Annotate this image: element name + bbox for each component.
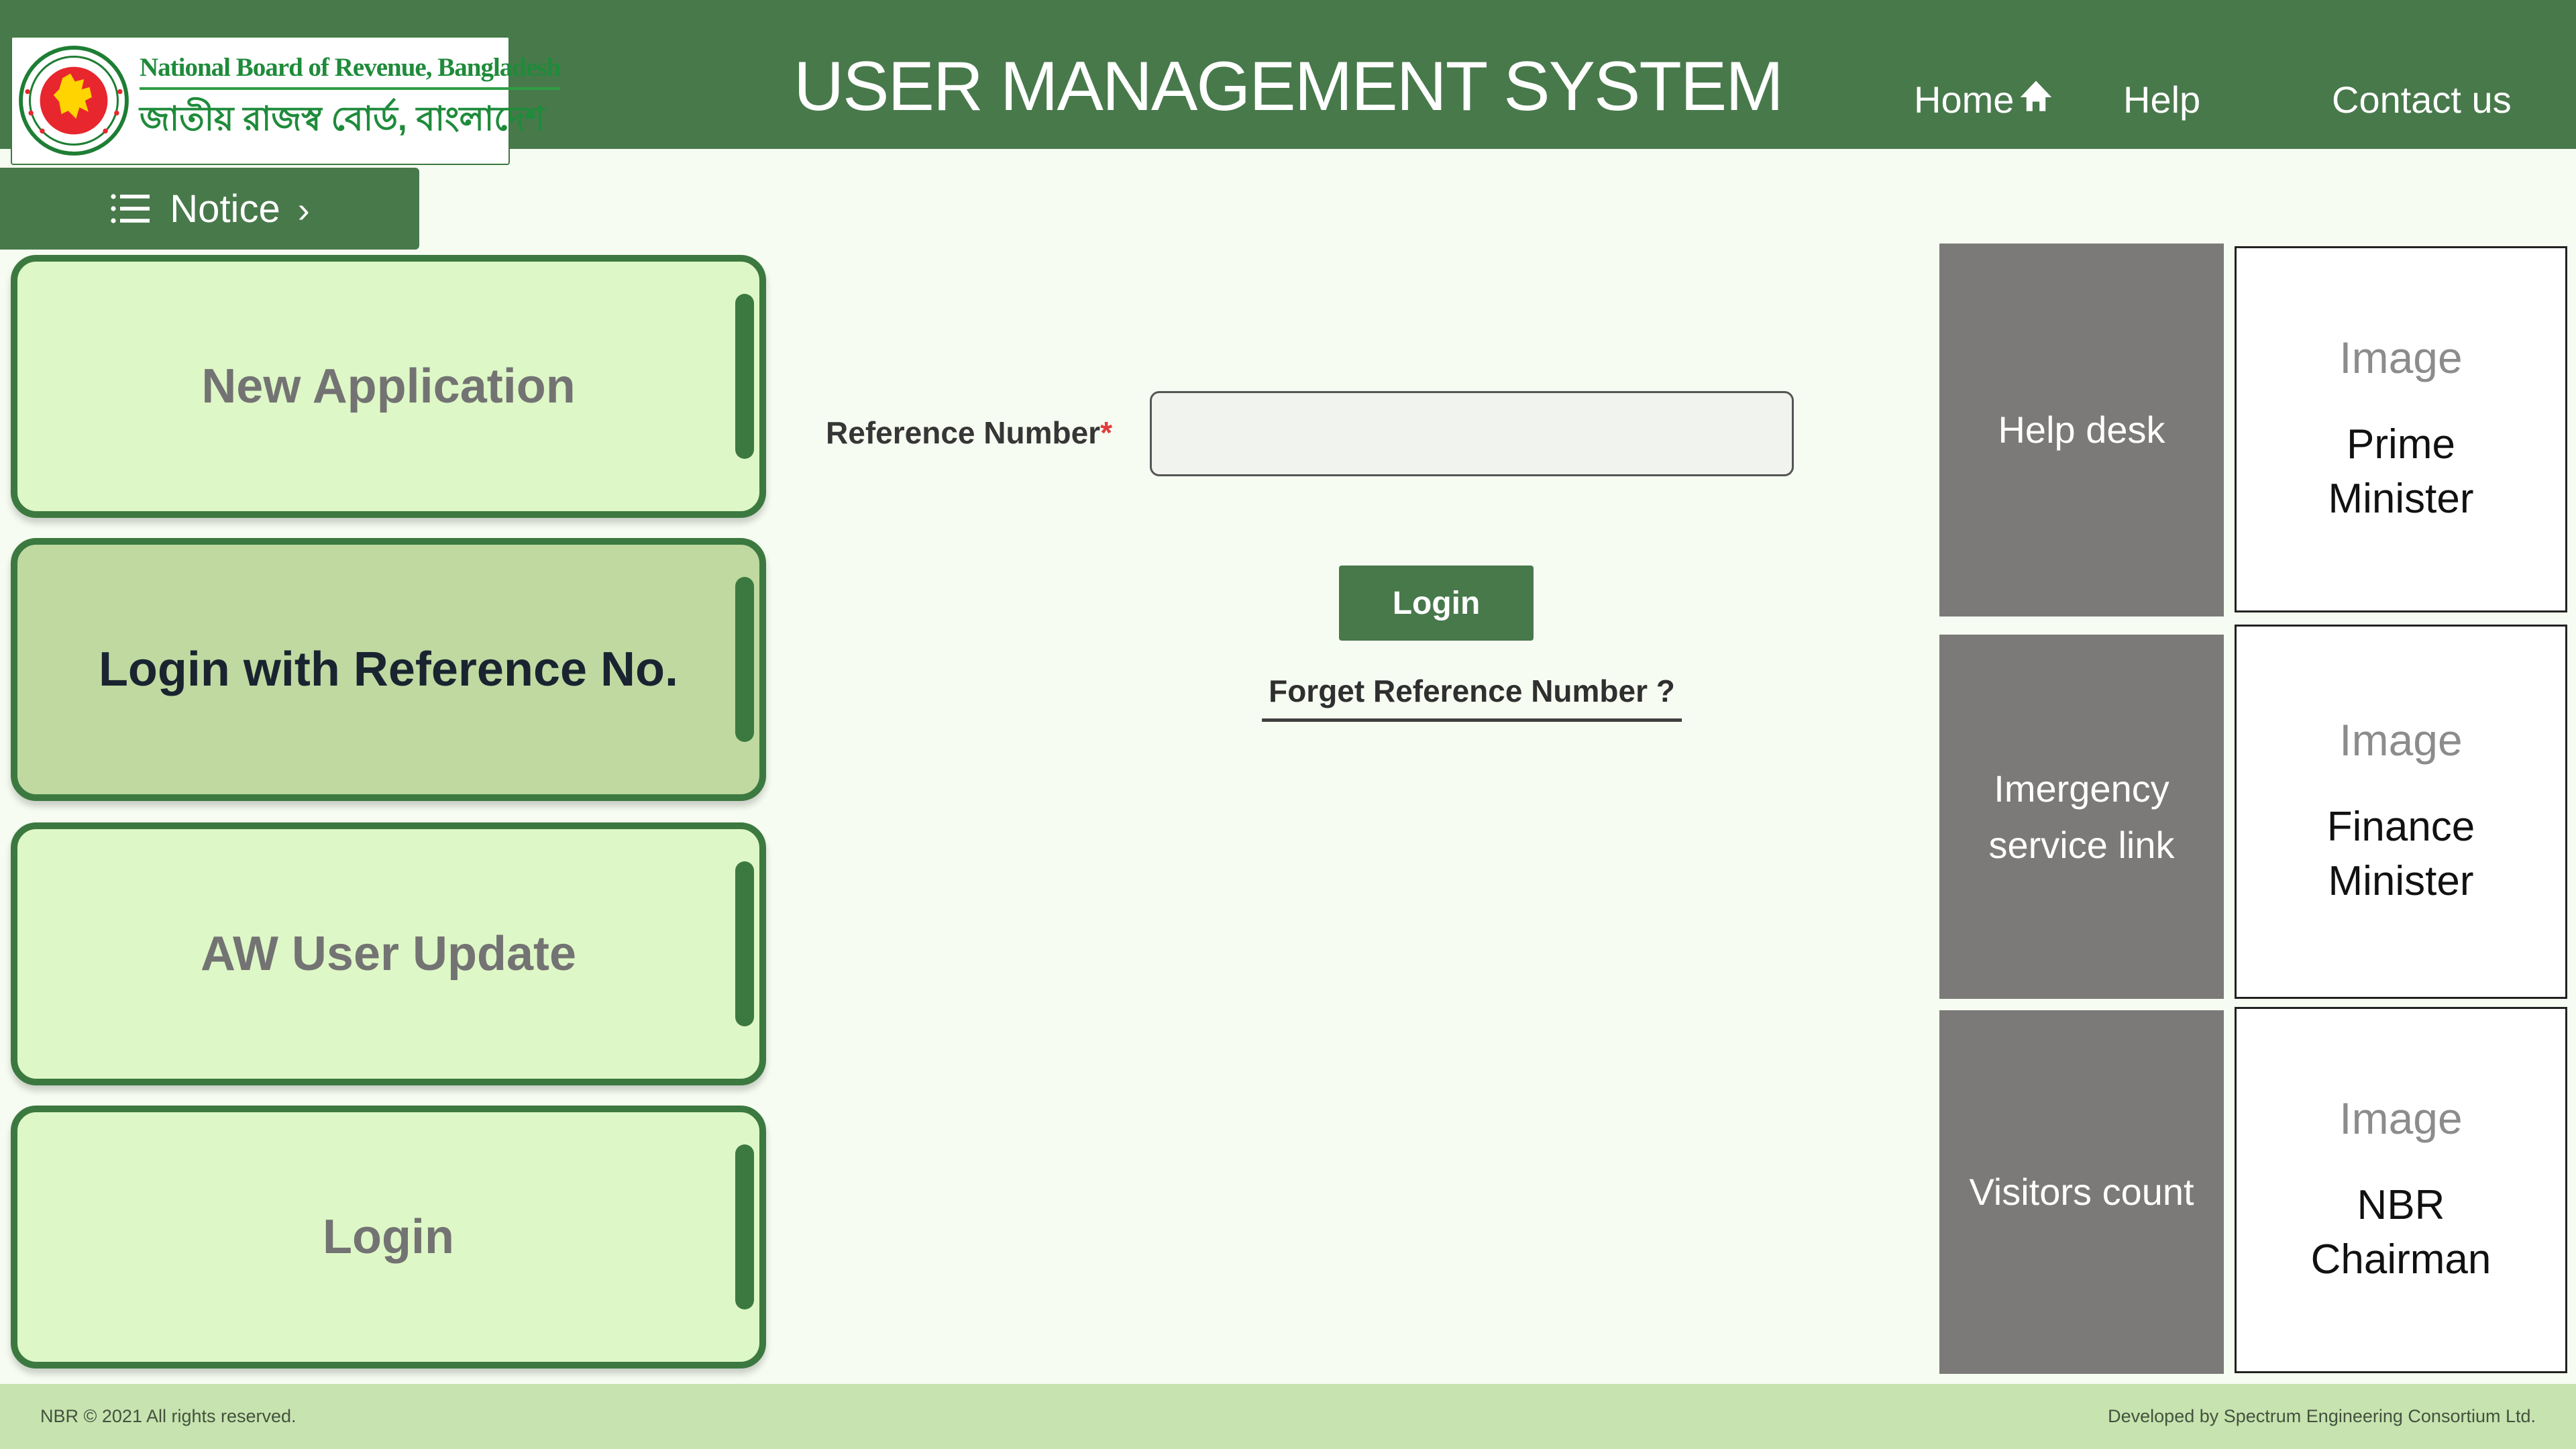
- login-with-reference-label: Login with Reference No.: [98, 643, 679, 696]
- image-caption: NBR Chairman: [2310, 1182, 2491, 1283]
- nav-help-label: Help: [2123, 78, 2201, 121]
- new-application-button[interactable]: New Application: [11, 255, 766, 518]
- reference-number-label: Reference Number*: [805, 415, 1112, 451]
- image-caption: Prime Minister: [2328, 421, 2474, 522]
- button-notch: [735, 294, 754, 459]
- new-application-label: New Application: [201, 360, 576, 413]
- nbr-emblem-icon: [19, 46, 129, 156]
- forget-reference-link[interactable]: Forget Reference Number ?: [1262, 673, 1682, 722]
- button-notch: [735, 577, 754, 742]
- emergency-service-link-panel[interactable]: Imergency service link: [1939, 635, 2224, 999]
- home-icon: [2021, 80, 2052, 111]
- nbr-logo-text: National Board of Revenue, Bangladesh জা…: [130, 52, 561, 150]
- image-placeholder-label: Image: [2339, 1093, 2463, 1144]
- nav-contact-us-label: Contact us: [2332, 78, 2512, 121]
- notice-label: Notice: [170, 186, 280, 231]
- nbr-chairman-image: Image NBR Chairman: [2235, 1007, 2567, 1373]
- aw-user-update-label: AW User Update: [200, 927, 577, 981]
- help-desk-label: Help desk: [1998, 409, 2165, 451]
- prime-minister-image: Image Prime Minister: [2235, 246, 2567, 612]
- login-button[interactable]: Login: [1339, 566, 1534, 641]
- nav-help[interactable]: Help: [2123, 78, 2200, 121]
- button-notch: [735, 861, 754, 1026]
- nbr-logo[interactable]: National Board of Revenue, Bangladesh জা…: [11, 36, 561, 165]
- notice-list-icon: [111, 194, 150, 223]
- visitors-count-panel[interactable]: Visitors count: [1939, 1010, 2224, 1374]
- org-name-bengali: জাতীয় রাজস্ব বোর্ড, বাংলাদেশ: [140, 99, 545, 138]
- org-name-english: National Board of Revenue, Bangladesh: [140, 52, 561, 82]
- login-with-reference-button[interactable]: Login with Reference No.: [11, 538, 766, 801]
- footer-copyright: NBR © 2021 All rights reserved.: [40, 1406, 297, 1426]
- image-placeholder-label: Image: [2339, 333, 2463, 383]
- emergency-service-link-label: Imergency service link: [1988, 767, 2175, 866]
- nav-home[interactable]: Home: [1914, 78, 2057, 121]
- login-sidebar-label: Login: [323, 1210, 454, 1264]
- login-sidebar-button[interactable]: Login: [11, 1106, 766, 1368]
- button-notch: [735, 1144, 754, 1309]
- nav-home-label: Home: [1914, 78, 2015, 121]
- nav-contact-us[interactable]: Contact us: [2332, 78, 2512, 121]
- reference-number-label-text: Reference Number: [826, 415, 1101, 450]
- footer: NBR © 2021 All rights reserved. Develope…: [0, 1384, 2576, 1449]
- page-title: USER MANAGEMENT SYSTEM: [794, 48, 1784, 125]
- logo-divider: [140, 87, 561, 90]
- notice-button[interactable]: Notice ›: [0, 168, 419, 250]
- image-placeholder-label: Image: [2339, 715, 2463, 765]
- help-desk-panel[interactable]: Help desk: [1939, 244, 2224, 616]
- required-asterisk: *: [1100, 415, 1112, 450]
- footer-developer-credit: Developed by Spectrum Engineering Consor…: [2108, 1406, 2536, 1426]
- aw-user-update-button[interactable]: AW User Update: [11, 822, 766, 1085]
- finance-minister-image: Image Finance Minister: [2235, 625, 2567, 999]
- visitors-count-label: Visitors count: [1969, 1171, 2194, 1213]
- reference-number-input[interactable]: [1150, 391, 1794, 476]
- image-caption: Finance Minister: [2326, 804, 2475, 904]
- chevron-right-icon: ›: [297, 190, 310, 230]
